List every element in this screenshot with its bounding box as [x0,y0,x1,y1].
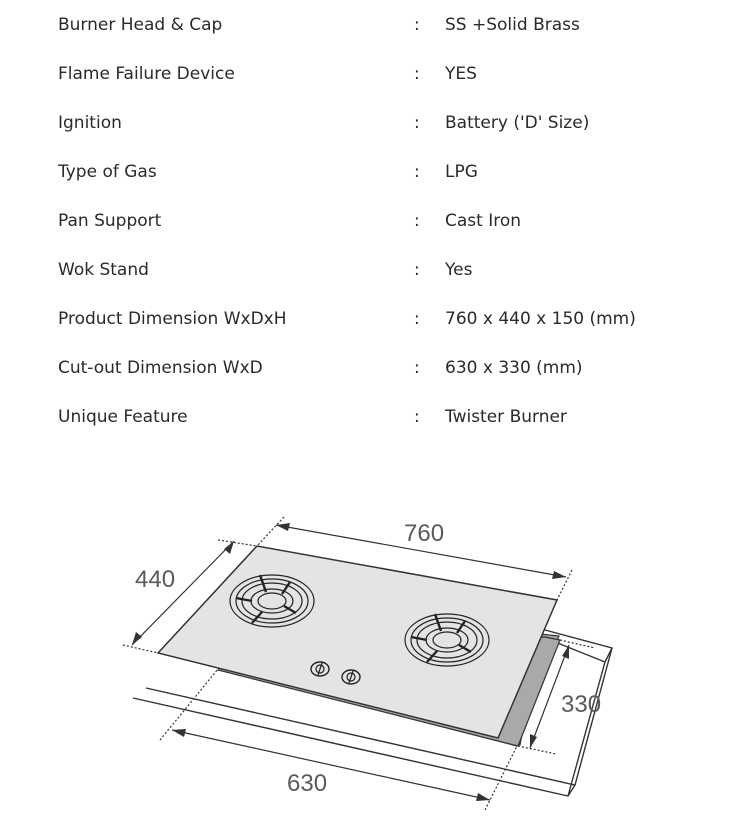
spec-colon: : [414,211,420,231]
spec-colon: : [414,358,420,378]
spec-label: Unique Feature [58,407,188,427]
depth-dimension-label: 440 [135,566,175,593]
spec-colon: : [414,162,420,182]
spec-row-cutout-dimension: Cut-out Dimension WxD : 630 x 330 (mm) [0,353,750,383]
dimension-lines [122,516,596,811]
spec-row-gas-type: Type of Gas : LPG [0,157,750,187]
spec-value: 630 x 330 (mm) [445,358,583,378]
spec-value: LPG [445,162,478,182]
spec-colon: : [414,309,420,329]
spec-value: Twister Burner [445,407,567,427]
glass-hob-top [156,545,559,739]
spec-colon: : [414,15,420,35]
spec-value: SS +Solid Brass [445,15,580,35]
spec-label: Product Dimension WxDxH [58,309,287,329]
left-burner [229,574,315,628]
right-burner [404,613,490,667]
control-knob-right [341,669,361,685]
spec-value: Yes [445,260,473,280]
spec-label: Ignition [58,113,122,133]
cutout-width-dimension-label: 630 [287,770,327,797]
spec-value: 760 x 440 x 150 (mm) [445,309,636,329]
spec-label: Burner Head & Cap [58,15,223,35]
spec-value: Cast Iron [445,211,522,231]
dimension-arrowheads [132,523,569,801]
spec-colon: : [414,113,420,133]
spec-row-burner-head: Burner Head & Cap : SS +Solid Brass [0,10,750,40]
spec-row-product-dimension: Product Dimension WxDxH : 760 x 440 x 15… [0,304,750,334]
spec-colon: : [414,64,420,84]
spec-row-unique-feature: Unique Feature : Twister Burner [0,402,750,432]
spec-label: Pan Support [58,211,162,231]
spec-label: Flame Failure Device [58,64,235,84]
spec-row-wok-stand: Wok Stand : Yes [0,255,750,285]
cutout-depth-dimension-label: 330 [561,691,601,718]
spec-value: Battery ('D' Size) [445,113,590,133]
spec-row-ignition: Ignition : Battery ('D' Size) [0,108,750,138]
hob-dimension-diagram: 760 440 630 330 [122,516,613,811]
countertop-outline [132,629,613,797]
spec-row-pan-support: Pan Support : Cast Iron [0,206,750,236]
spec-label: Wok Stand [58,260,149,280]
spec-label: Type of Gas [58,162,157,182]
spec-colon: : [414,260,420,280]
width-dimension-label: 760 [404,520,444,547]
spec-row-flame-failure: Flame Failure Device : YES [0,59,750,89]
spec-colon: : [414,407,420,427]
spec-value: YES [445,64,477,84]
control-knob-left [310,661,330,677]
spec-label: Cut-out Dimension WxD [58,358,263,378]
